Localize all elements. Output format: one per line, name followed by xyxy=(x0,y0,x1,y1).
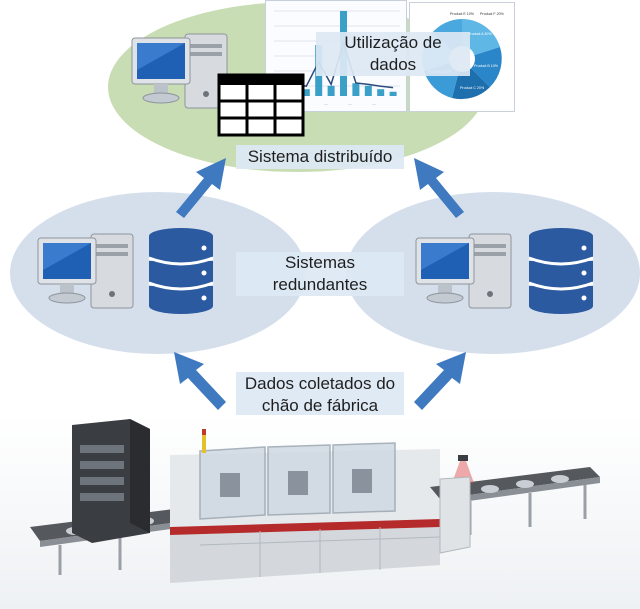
redundant-systems-label: Sistemas redundantes xyxy=(236,252,404,296)
data-usage-label: Utilização de dados xyxy=(316,32,470,76)
arrow-up-right-icon xyxy=(176,158,226,218)
svg-text:—: — xyxy=(324,101,328,106)
pie-label-c: Product C 20% xyxy=(460,86,485,90)
collected-data-label: Dados coletados do chão de fábrica xyxy=(236,372,404,418)
bar xyxy=(364,85,372,96)
svg-text:—: — xyxy=(348,101,352,106)
distributed-system-label-text: Sistema distribuído xyxy=(247,147,393,166)
arrow-up-left-icon xyxy=(414,158,464,218)
distributed-system-label: Sistema distribuído xyxy=(236,145,404,169)
database-icon xyxy=(148,228,214,314)
collected-data-label-line2: chão de fábrica xyxy=(261,396,379,415)
bar xyxy=(327,85,335,96)
pie-label-b: Product B 10% xyxy=(474,64,499,68)
computer-icon xyxy=(415,233,512,309)
spreadsheet-grid-icon xyxy=(217,73,305,137)
svg-text:—: — xyxy=(372,101,376,106)
bar xyxy=(377,89,385,96)
bar xyxy=(302,89,310,96)
computer-icon xyxy=(131,33,228,109)
arrow-lower-right-icon xyxy=(414,352,466,410)
collected-data-label-line1: Dados coletados do xyxy=(244,374,396,393)
pie-label-e: Product E 10% xyxy=(450,12,475,16)
data-usage-label-line1: Utilização de xyxy=(344,33,442,52)
factory-line-image xyxy=(0,415,640,609)
database-icon xyxy=(528,228,594,314)
redundant-systems-label-line2: redundantes xyxy=(272,275,368,294)
redundant-systems-label-line1: Sistemas xyxy=(285,253,355,272)
data-usage-label-line2: dados xyxy=(369,55,417,74)
pie-label-f: Product F 20% xyxy=(480,12,505,16)
computer-icon xyxy=(37,233,134,309)
arrow-lower-left-icon xyxy=(174,352,226,410)
pie-label-a: Product A 40% xyxy=(468,32,492,36)
bar xyxy=(389,91,397,96)
bar xyxy=(352,83,360,96)
